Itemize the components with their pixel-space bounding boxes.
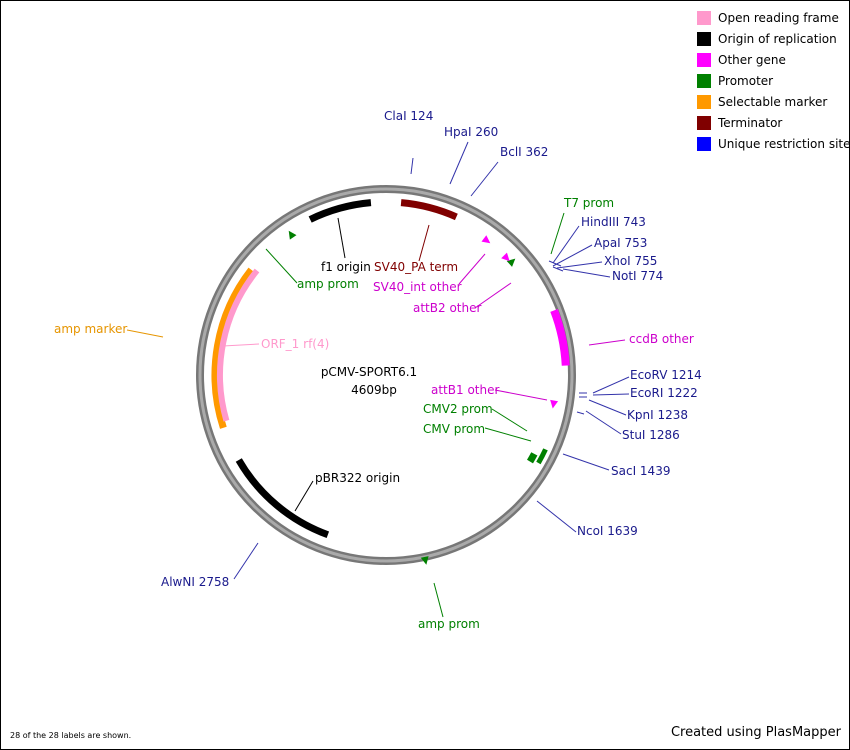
label-bcli: BclI 362: [500, 145, 548, 159]
amp-prom-bottom-marker: [420, 556, 429, 565]
label-amp-marker: amp marker: [54, 322, 127, 336]
label-sv40-int-other: SV40_int other: [373, 280, 462, 294]
attb2-marker: [501, 252, 510, 262]
label-stui: StuI 1286: [622, 428, 680, 442]
legend-swatch-origin: [697, 32, 711, 46]
label-alwni: AlwNI 2758: [161, 575, 229, 589]
legend-item-other-gene: Other gene: [697, 52, 786, 68]
ccdb-arc: [550, 309, 570, 366]
legend-item-promoter: Promoter: [697, 73, 773, 89]
label-ncoi: NcoI 1639: [577, 524, 638, 538]
legend-swatch-other-gene: [697, 53, 711, 67]
label-attb2-other: attB2 other: [413, 301, 481, 315]
legend-item-terminator: Terminator: [697, 115, 782, 131]
label-hpai: HpaI 260: [444, 125, 498, 139]
amp-marker-arc: [211, 267, 255, 429]
label-cmv-prom: CMV prom: [423, 422, 485, 436]
cmv-prom-arc: [526, 452, 538, 464]
label-ccdb-other: ccdB other: [629, 332, 694, 346]
label-kpni: KpnI 1238: [627, 408, 688, 422]
legend-label-orf: Open reading frame: [718, 11, 839, 25]
label-ecori: EcoRI 1222: [630, 386, 698, 400]
label-clai: ClaI 124: [384, 109, 433, 123]
orf1-arc: [217, 268, 260, 422]
label-amp-prom-top: amp prom: [297, 277, 359, 291]
pbr322-origin-arc: [235, 458, 330, 539]
label-t7-prom: T7 prom: [563, 196, 614, 210]
legend-swatch-promoter: [697, 74, 711, 88]
label-ecorv: EcoRV 1214: [630, 368, 702, 382]
label-xhoi: XhoI 755: [604, 254, 657, 268]
label-pbr322-origin: pBR322 origin: [315, 471, 400, 485]
sv40-pa-term-arc: [400, 199, 458, 221]
label-f1-origin: f1 origin: [321, 260, 371, 274]
feature-labels: ClaI 124 HpaI 260 BclI 362 T7 prom HindI…: [54, 109, 702, 631]
label-apai: ApaI 753: [594, 236, 647, 250]
label-sv40-pa-term: SV40_PA term: [374, 260, 458, 274]
legend-swatch-terminator: [697, 116, 711, 130]
legend-item-selectable-marker: Selectable marker: [697, 94, 827, 110]
amp-prom-top-marker: [288, 230, 297, 240]
label-orf1: ORF_1 rf(4): [261, 337, 329, 351]
legend-label-selectable-marker: Selectable marker: [718, 95, 828, 109]
label-hindiii: HindIII 743: [581, 215, 646, 229]
credit-text: Created using PlasMapper: [670, 725, 841, 740]
legend-swatch-orf: [697, 11, 711, 25]
plasmid-name: pCMV-SPORT6.1: [321, 365, 417, 379]
attb1-marker: [550, 399, 559, 409]
sv40-int-marker: [481, 235, 491, 244]
legend-label-other-gene: Other gene: [718, 53, 786, 67]
labels-shown-count: 28 of the 28 labels are shown.: [10, 731, 132, 740]
legend-label-terminator: Terminator: [718, 116, 783, 130]
legend-swatch-restriction-site: [697, 137, 711, 151]
label-saci: SacI 1439: [611, 464, 670, 478]
label-cmv2-prom: CMV2 prom: [423, 402, 493, 416]
legend-swatch-selectable-marker: [697, 95, 711, 109]
legend-label-promoter: Promoter: [718, 74, 774, 88]
cmv2-prom-arc: [536, 448, 548, 465]
legend-label-origin: Origin of replication: [718, 32, 837, 46]
plasmid-size: 4609bp: [351, 383, 397, 397]
legend-label-restriction-site: Unique restriction site: [718, 137, 850, 151]
label-amp-prom-bottom: amp prom: [418, 617, 480, 631]
f1-origin-arc: [308, 199, 372, 223]
legend-item-restriction-site: Unique restriction site: [697, 136, 850, 152]
feature-arcs: [211, 199, 570, 565]
legend-item-origin: Origin of replication: [697, 31, 837, 47]
backbone-ring-highlight: [198, 187, 574, 563]
legend-item-orf: Open reading frame: [697, 10, 839, 26]
label-noti: NotI 774: [612, 269, 663, 283]
label-attb1-other: attB1 other: [431, 383, 499, 397]
